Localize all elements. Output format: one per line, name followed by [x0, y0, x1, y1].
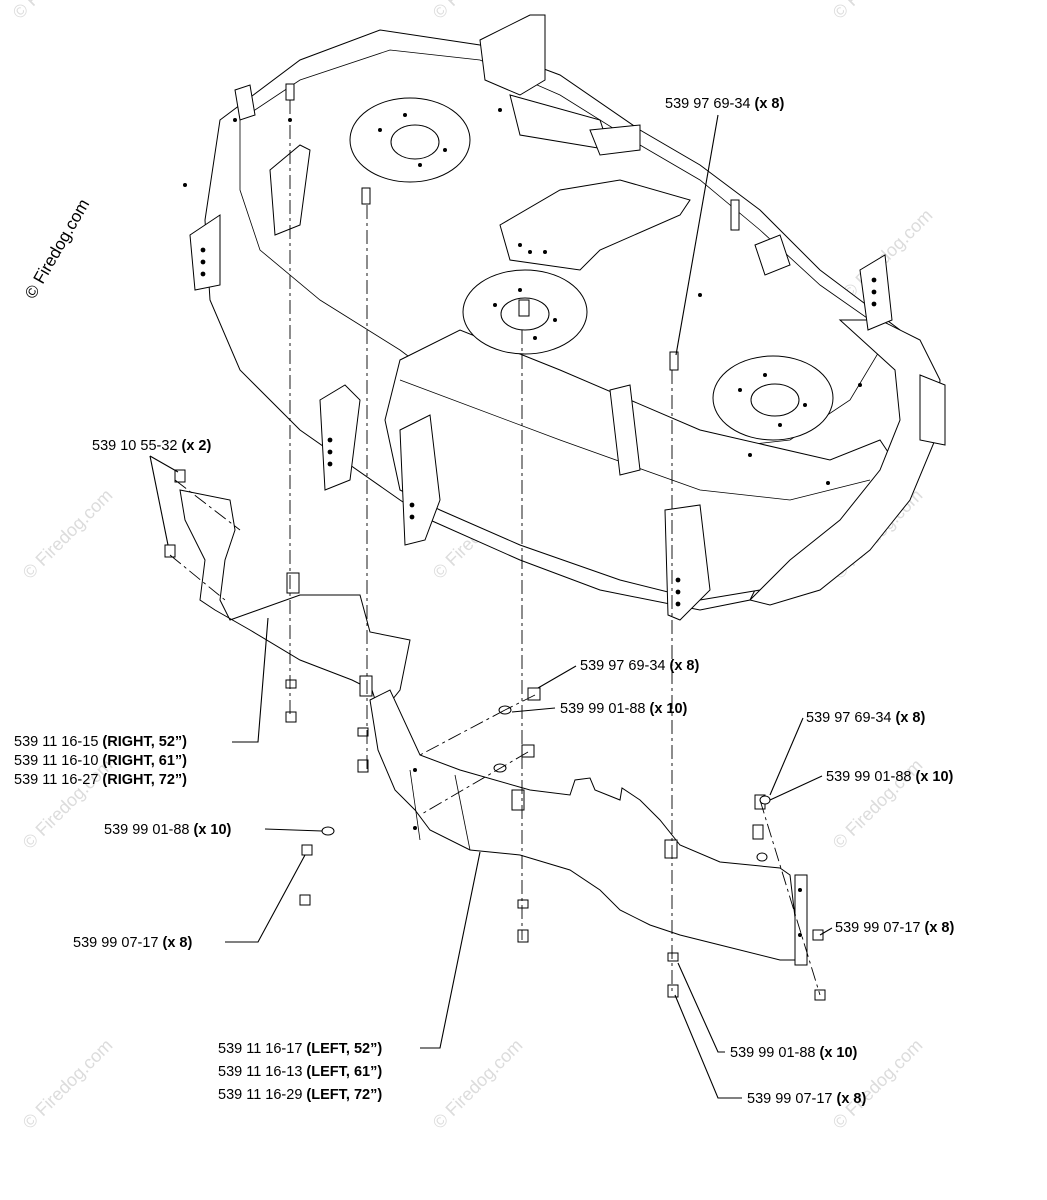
part-number: 539 11 16-27 [14, 772, 98, 788]
callout-10: 539 99 01-88 (x 10) [677, 962, 858, 1061]
part-number: 539 99 01-88 [826, 769, 911, 785]
callout-label: 539 11 16-27 (RIGHT, 72”) [14, 772, 187, 788]
callout-label: 539 97 69-34 (x 8) [806, 710, 925, 726]
callout-label: 539 99 07-17 (x 8) [747, 1091, 866, 1107]
callout-1: 539 97 69-34 (x 8) [665, 96, 784, 356]
quantity: (x 8) [755, 96, 785, 112]
quantity: (x 8) [925, 920, 955, 936]
part-number: 539 11 16-29 [218, 1087, 302, 1103]
alignment-lines [169, 100, 821, 996]
part-number: 539 11 16-15 [14, 734, 98, 750]
part-number: 539 97 69-34 [665, 96, 750, 112]
callout-label: 539 11 16-17 (LEFT, 52”) [218, 1041, 382, 1057]
part-number: 539 11 16-17 [218, 1041, 302, 1057]
callout-3: 539 97 69-34 (x 8) [537, 658, 699, 689]
part-number: 539 97 69-34 [806, 710, 891, 726]
callout-11: 539 99 07-17 (x 8) [674, 994, 866, 1107]
quantity: (x 10) [650, 701, 688, 717]
part-number: 539 99 01-88 [560, 701, 645, 717]
quantity: (RIGHT, 52”) [102, 734, 187, 750]
quantity: (x 2) [182, 438, 212, 454]
callout-label: 539 99 01-88 (x 10) [826, 769, 954, 785]
spindle-plate-left [349, 97, 471, 183]
part-number: 539 11 16-10 [14, 753, 98, 769]
quantity: (x 10) [820, 1045, 858, 1061]
callout-label: 539 99 07-17 (x 8) [835, 920, 954, 936]
quantity: (LEFT, 52”) [306, 1041, 382, 1057]
quantity: (x 8) [670, 658, 700, 674]
callout-label: 539 10 55-32 (x 2) [92, 438, 211, 454]
callout-label: 539 11 16-15 (RIGHT, 52”) [14, 734, 187, 750]
callout-label: 539 11 16-13 (LEFT, 61”) [218, 1064, 382, 1080]
spindle-plate-right [712, 355, 834, 441]
callout-7: 539 99 01-88 (x 10) [104, 822, 323, 838]
callout-label: 539 11 16-10 (RIGHT, 61”) [14, 753, 187, 769]
quantity: (x 8) [896, 710, 926, 726]
callout-label: 539 99 01-88 (x 10) [730, 1045, 858, 1061]
copyright-text: © Firedog.com [21, 196, 93, 302]
watermark: © Firedog.com [9, 0, 107, 23]
callout-5: 539 97 69-34 (x 8) [769, 710, 925, 796]
part-number: 539 10 55-32 [92, 438, 177, 454]
part-number: 539 11 16-13 [218, 1064, 302, 1080]
watermark: © Firedog.com [19, 1035, 117, 1133]
watermark: © Firedog.com [429, 0, 527, 23]
part-number: 539 99 07-17 [835, 920, 920, 936]
watermark: © Firedog.com [429, 1035, 527, 1133]
part-number: 539 99 01-88 [730, 1045, 815, 1061]
callout-label: 539 99 07-17 (x 8) [73, 935, 192, 951]
left-baffle-callout: 539 11 16-17 (LEFT, 52”) 539 11 16-13 (L… [218, 851, 481, 1103]
callout-label: 539 97 69-34 (x 8) [580, 658, 699, 674]
quantity: (RIGHT, 72”) [102, 772, 187, 788]
mower-deck [183, 14, 946, 621]
part-number: 539 99 07-17 [747, 1091, 832, 1107]
quantity: (LEFT, 61”) [306, 1064, 382, 1080]
callout-label: 539 99 01-88 (x 10) [560, 701, 688, 717]
quantity: (x 10) [916, 769, 954, 785]
callout-8: 539 99 07-17 (x 8) [73, 854, 306, 951]
quantity: (LEFT, 72”) [306, 1087, 382, 1103]
quantity: (x 10) [194, 822, 232, 838]
callout-6: 539 99 01-88 (x 10) [769, 769, 954, 801]
quantity: (RIGHT, 61”) [102, 753, 187, 769]
part-number: 539 97 69-34 [580, 658, 665, 674]
callout-4: 539 99 01-88 (x 10) [511, 701, 688, 717]
callout-label: 539 97 69-34 (x 8) [665, 96, 784, 112]
part-number: 539 99 01-88 [104, 822, 189, 838]
watermark: © Firedog.com [19, 485, 117, 583]
watermark: © Firedog.com [829, 0, 927, 23]
callout-label: 539 11 16-29 (LEFT, 72”) [218, 1087, 382, 1103]
quantity: (x 8) [163, 935, 193, 951]
callout-2: 539 10 55-32 (x 2) [92, 438, 211, 546]
callout-label: 539 99 01-88 (x 10) [104, 822, 232, 838]
part-number: 539 99 07-17 [73, 935, 158, 951]
quantity: (x 8) [837, 1091, 867, 1107]
callout-9: 539 99 07-17 (x 8) [819, 920, 954, 936]
spindle-plate-center [462, 269, 588, 355]
right-baffle [179, 489, 411, 717]
left-baffle [369, 689, 808, 966]
watermark: © Firedog.com [19, 755, 117, 853]
right-baffle-callout: 539 11 16-15 (RIGHT, 52”) 539 11 16-10 (… [14, 617, 269, 788]
